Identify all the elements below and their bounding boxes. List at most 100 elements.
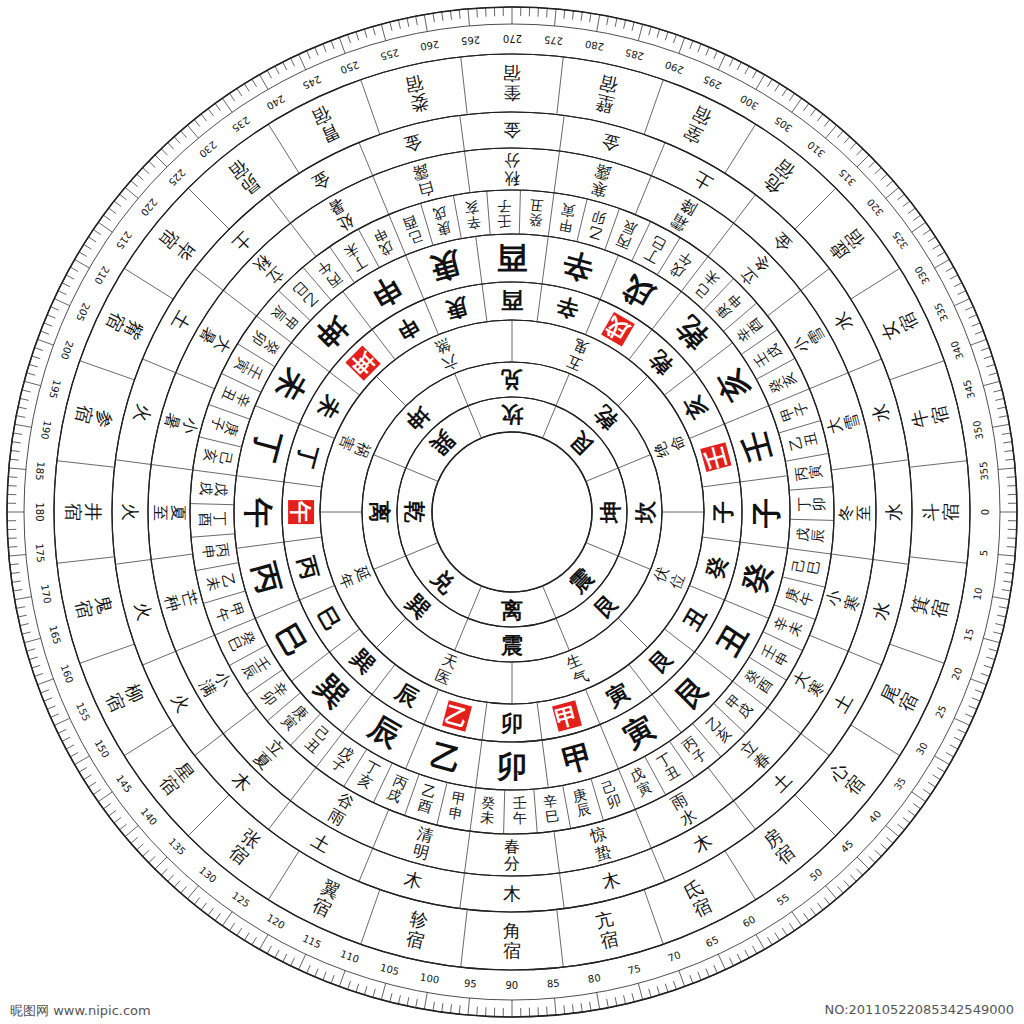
mountain-label: 辰 — [364, 710, 406, 754]
degree-number: 280 — [584, 39, 605, 52]
jiazi-label: 辛巳 — [542, 793, 560, 825]
element-label: 水 — [884, 503, 904, 521]
star-label: 生气 — [564, 652, 590, 688]
degree-number: 215 — [114, 229, 133, 250]
trigram-label: 巽 — [402, 589, 435, 622]
mansion-label: 氐宿 — [681, 877, 714, 920]
mountain-label: 卯 — [497, 750, 527, 783]
jiazi-label: 庚戌 — [432, 204, 453, 237]
jiazi-label: 丁丑 — [655, 751, 683, 785]
mansion-label: 翼宿 — [309, 877, 342, 920]
star-label: 绝命 — [652, 433, 688, 459]
jiazi-label: 乙丑 — [787, 431, 820, 452]
trigram-label: 巽 — [427, 427, 460, 460]
mansion-label: 亢宿 — [594, 909, 620, 952]
jiazi-label: 庚子 — [208, 416, 241, 438]
mountain-label: 坤 — [345, 345, 380, 380]
trigram-label: 震 — [501, 633, 523, 657]
solar-term-label: 大雪 — [824, 411, 862, 436]
mountain-label: 戌 — [618, 270, 660, 314]
mountain-label: 卯 — [501, 711, 523, 735]
degree-number: 160 — [59, 663, 75, 684]
element-label: 土 — [229, 228, 256, 255]
jiazi-label: 戊戌 — [197, 480, 229, 496]
degree-number: 25 — [934, 704, 948, 720]
mountain-label: 亥 — [710, 364, 754, 406]
star-label: 祸害 — [336, 433, 372, 459]
trigram-label: 离 — [501, 598, 523, 622]
mansion-label: 星宿 — [156, 760, 198, 799]
solar-term-label: 大寒 — [790, 668, 828, 699]
mansion-label: 房宿 — [760, 826, 799, 868]
degree-number: 335 — [933, 301, 950, 323]
solar-term-label: 芒种 — [162, 589, 200, 614]
mountain-label: 申 — [364, 270, 406, 314]
degree-number: 325 — [891, 229, 910, 250]
jiazi-label: 癸丑 — [527, 197, 543, 229]
jiazi-label: 乙酉 — [416, 783, 438, 816]
degree-number: 285 — [624, 47, 645, 62]
degree-number: 190 — [39, 419, 52, 440]
mountain-label: 子 — [711, 501, 735, 523]
mountain-label: 甲 — [559, 738, 597, 778]
mansion-label: 轸宿 — [403, 909, 429, 952]
mansion-label: 角宿 — [503, 921, 521, 961]
mountain-label: 亥 — [679, 391, 711, 422]
jiazi-label: 丁卯 — [796, 497, 827, 512]
element-label: 金 — [600, 131, 623, 155]
mountain-label: 辰 — [391, 679, 422, 711]
solar-term-label: 霜降 — [668, 196, 699, 234]
jiazi-label: 己卯 — [600, 778, 623, 812]
element-label: 土 — [168, 308, 194, 333]
jiazi-label: 丙辰 — [614, 218, 639, 252]
degree-number: 135 — [167, 837, 188, 858]
solar-term-label: 夏至 — [151, 504, 186, 520]
mountain-label: 巽 — [346, 645, 379, 678]
mountain-label: 未 — [270, 364, 314, 406]
degree-number: 225 — [167, 167, 188, 188]
jiazi-label: 庚辰 — [572, 787, 593, 820]
degree-number: 150 — [92, 738, 110, 760]
mansion-label: 毕宿 — [156, 225, 198, 264]
jiazi-label: 己亥 — [201, 448, 234, 467]
solar-term-label: 秋分 — [504, 152, 520, 187]
degree-number: 45 — [839, 839, 855, 855]
degree-number: 55 — [776, 893, 792, 908]
degree-number: 230 — [197, 139, 218, 159]
degree-number: 90 — [506, 981, 519, 991]
jiazi-label: 壬戌 — [751, 341, 785, 369]
mansion-label: 虚宿 — [826, 225, 868, 264]
mountain-label: 丙 — [294, 553, 323, 581]
degree-number: 75 — [627, 963, 642, 976]
mansion-label: 柳宿 — [104, 681, 147, 714]
degree-number: 270 — [503, 33, 522, 43]
mountain-label: 丑 — [710, 618, 754, 660]
mansion-label: 鬼宿 — [72, 594, 115, 620]
degree-number: 300 — [738, 92, 760, 110]
solar-term-label: 雨水 — [668, 790, 699, 828]
jiazi-label: 丙寅 — [793, 464, 825, 482]
trigram-label: 艮 — [565, 427, 598, 460]
degree-number: 290 — [663, 59, 684, 75]
mountain-label: 辛 — [553, 294, 581, 323]
jiazi-label: 丁亥 — [355, 759, 382, 793]
element-label: 木 — [229, 769, 256, 796]
degree-number: 240 — [264, 92, 286, 110]
degree-number: 105 — [379, 963, 400, 978]
degree-number: 220 — [139, 197, 159, 218]
jiazi-label: 辛丑 — [218, 385, 252, 410]
mountain-label: 巳 — [313, 602, 345, 633]
jiazi-label: 戊子 — [328, 742, 357, 775]
mountain-label: 午 — [288, 500, 314, 524]
mountain-label: 寅 — [602, 679, 633, 711]
degree-number: 355 — [978, 461, 990, 481]
jiazi-label: 丁酉 — [197, 512, 228, 527]
trigram-label: 坎 — [632, 501, 656, 523]
element-label: 土 — [830, 690, 856, 715]
jiazi-label: 乙未 — [204, 572, 237, 593]
jiazi-label: 丙戌 — [385, 772, 410, 806]
jiazi-label: 壬申 — [759, 642, 793, 669]
jiazi-label: 辛亥 — [464, 198, 482, 230]
degree-number: 250 — [339, 59, 360, 75]
